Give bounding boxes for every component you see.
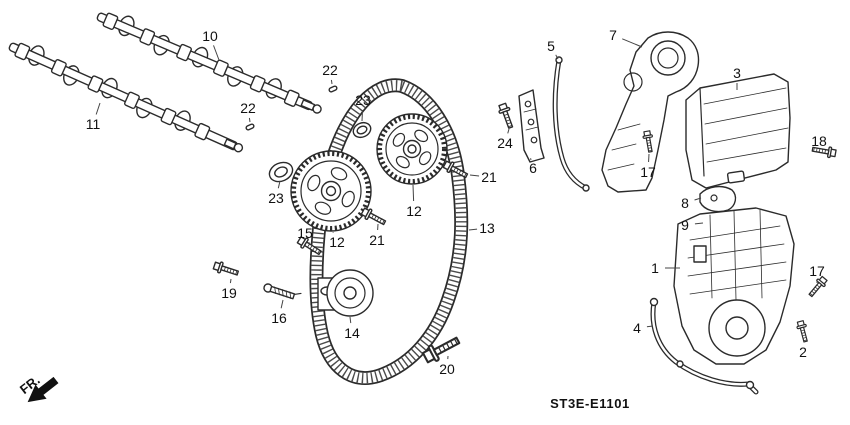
leader-line-19	[229, 278, 232, 284]
callout-21: 21	[369, 232, 385, 248]
camshaft-10	[96, 12, 322, 114]
middle-cover-3	[685, 73, 791, 189]
callout-23: 23	[268, 190, 284, 206]
callout-9: 9	[681, 217, 689, 233]
seal-23-left	[268, 161, 294, 183]
callout-16: 16	[271, 310, 287, 326]
leader-line-5	[555, 54, 559, 60]
callout-22: 22	[240, 100, 256, 116]
key-22-left	[245, 123, 255, 131]
callout-10: 10	[202, 28, 218, 44]
leader-line-23	[277, 180, 281, 189]
callout-22: 22	[322, 62, 338, 78]
callout-14: 14	[344, 325, 360, 341]
callout-13: 13	[479, 220, 495, 236]
cam-pulley-12-right	[376, 113, 448, 185]
callout-21: 21	[481, 169, 497, 185]
leader-line-8	[694, 197, 702, 201]
bolt-24	[496, 101, 517, 131]
callout-12: 12	[406, 203, 422, 219]
leader-line-15	[308, 242, 311, 246]
bolt-21-lower	[359, 205, 388, 229]
rear-cover-7	[601, 31, 700, 193]
callout-11: 11	[86, 116, 101, 132]
leader-line-9	[694, 222, 704, 225]
callout-18: 18	[811, 133, 827, 149]
callout-3: 3	[733, 65, 741, 81]
leader-line-16	[280, 299, 284, 309]
leader-line-22	[330, 79, 333, 85]
fr-arrow-icon	[27, 376, 59, 403]
leader-line-13	[468, 228, 478, 231]
seal-plate-8	[699, 185, 737, 213]
callout-12: 12	[329, 234, 345, 250]
leader-line-7	[622, 38, 643, 48]
key-22-right	[328, 85, 338, 93]
leader-line-14	[349, 316, 352, 324]
leader-line-12	[412, 184, 415, 202]
cam-pulley-12-left	[290, 150, 372, 232]
leader-line-10	[213, 45, 220, 61]
leader-line-11	[95, 102, 101, 115]
callout-6: 6	[529, 160, 537, 176]
callout-layer: 1011222322231212131415161920212124567317…	[86, 27, 827, 377]
leader-line-23	[361, 109, 364, 122]
callout-1: 1	[651, 260, 659, 276]
leader-line-21	[469, 174, 480, 177]
cover-gasket-5	[555, 56, 590, 192]
seal-23-right	[352, 121, 372, 139]
camshaft-11	[8, 42, 244, 153]
callout-15: 15	[297, 225, 313, 241]
belt-tensioner-14	[317, 269, 374, 317]
leader-line-22	[248, 117, 251, 123]
callout-23: 23	[355, 92, 371, 108]
callout-17: 17	[640, 164, 656, 180]
callout-19: 19	[221, 285, 237, 301]
callout-4: 4	[633, 320, 641, 336]
part-code: ST3E-E1101	[550, 396, 630, 411]
bracket-6	[518, 89, 545, 163]
cover-gasket-4	[649, 297, 757, 393]
bolt-2	[795, 319, 811, 344]
callout-8: 8	[681, 195, 689, 211]
lower-cover-1	[673, 207, 795, 365]
callout-7: 7	[609, 27, 617, 43]
callout-2: 2	[799, 344, 807, 360]
fr-direction-arrow: FR.	[17, 372, 59, 403]
leader-line-24	[507, 128, 510, 134]
callout-24: 24	[497, 135, 513, 151]
bolt-19	[211, 259, 241, 280]
callout-5: 5	[547, 38, 555, 54]
callout-17: 17	[809, 263, 825, 279]
leader-line-4	[646, 325, 654, 328]
tensioner-spring-16	[263, 283, 302, 300]
callout-20: 20	[439, 361, 455, 377]
